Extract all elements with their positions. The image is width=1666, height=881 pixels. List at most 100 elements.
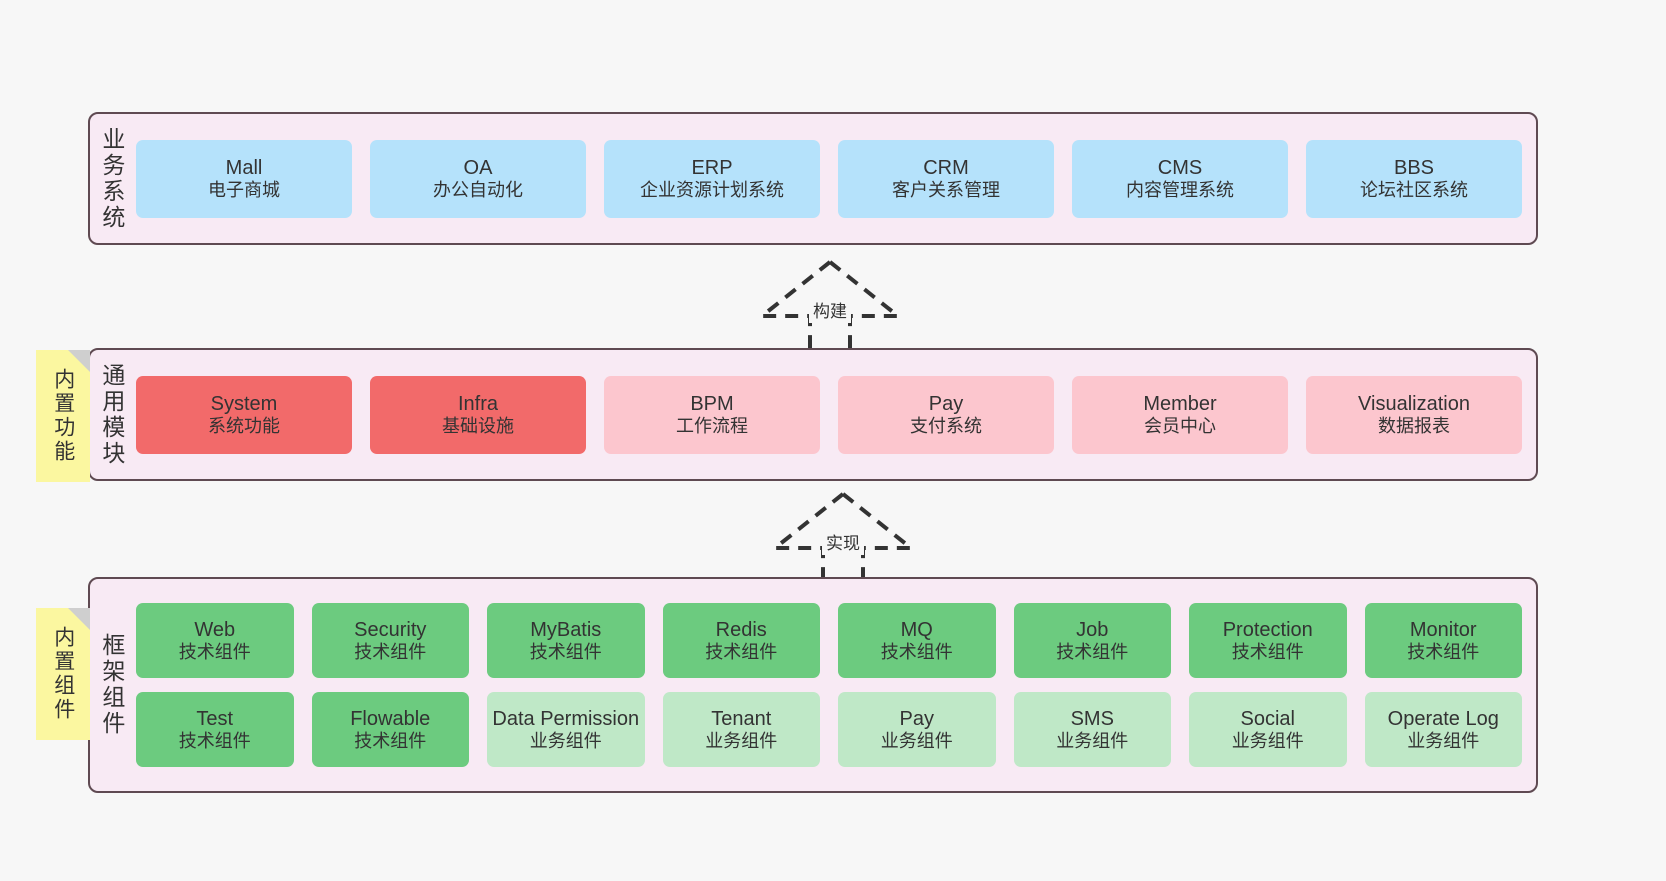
node-subtitle: 数据报表 [1378,415,1450,436]
node-data-permission[interactable]: Data Permission 业务组件 [487,692,645,767]
node-subtitle: 支付系统 [910,415,982,436]
node-infra[interactable]: Infra 基础设施 [370,375,586,454]
node-title: Visualization [1358,392,1470,415]
node-protection[interactable]: Protection 技术组件 [1189,603,1347,678]
node-system[interactable]: System 系统功能 [136,375,352,454]
node-subtitle: 技术组件 [1231,641,1304,662]
node-subtitle: 技术组件 [354,730,427,751]
node-subtitle: 会员中心 [1144,415,1216,436]
generalization-arrow-icon [756,260,904,354]
node-subtitle: 内容管理系统 [1126,179,1234,200]
node-title: CRM [923,156,969,179]
node-title: Tenant [711,707,772,730]
node-subtitle: 办公自动化 [433,179,523,200]
arrow-build: 构建 [755,258,905,354]
node-operate-log[interactable]: Operate Log 业务组件 [1364,692,1522,767]
note-builtin-function-label: 内置功能 [51,368,75,464]
node-title: Mall [225,156,263,179]
node-member[interactable]: Member 会员中心 [1072,375,1288,454]
layer-body-business-system: Mall 电子商城 OA 办公自动化 ERP 企业资源计划系统 CRM 客户关系… [132,114,1536,243]
generalization-arrow-icon [769,492,917,586]
node-title: Flowable [350,707,431,730]
node-title: Job [1076,618,1109,641]
node-title: MyBatis [530,618,602,641]
node-security[interactable]: Security 技术组件 [311,603,469,678]
node-title: Member [1143,392,1217,415]
node-subtitle: 论坛社区系统 [1360,179,1468,200]
node-cms[interactable]: CMS 内容管理系统 [1072,139,1288,218]
node-mq[interactable]: MQ 技术组件 [838,603,996,678]
node-title: CMS [1157,156,1203,179]
node-subtitle: 客户关系管理 [892,179,1000,200]
node-subtitle: 业务组件 [705,730,778,751]
node-subtitle: 业务组件 [1056,730,1129,751]
node-subtitle: 工作流程 [676,415,748,436]
layer-business-system: 业务系统 Mall 电子商城 OA 办公自动化 ERP 企业资源计划系统 CRM… [88,112,1538,245]
node-title: System [210,392,278,415]
node-mybatis[interactable]: MyBatis 技术组件 [487,603,645,678]
node-job[interactable]: Job 技术组件 [1013,603,1171,678]
node-title: Security [354,618,427,641]
node-bbs[interactable]: BBS 论坛社区系统 [1306,139,1522,218]
node-title: OA [463,156,493,179]
node-subtitle: 技术组件 [1056,641,1129,662]
layer-framework-components: 框架组件 Web 技术组件 Security 技术组件 MyBatis 技术组件… [88,577,1538,793]
node-tenant[interactable]: Tenant 业务组件 [662,692,820,767]
node-subtitle: 技术组件 [354,641,427,662]
node-pay-module[interactable]: Pay 支付系统 [838,375,1054,454]
node-social[interactable]: Social 业务组件 [1189,692,1347,767]
node-subtitle: 技术组件 [1407,641,1480,662]
node-subtitle: 系统功能 [208,415,280,436]
node-subtitle: 基础设施 [442,415,514,436]
layer-label-common-modules: 通用模块 [98,362,125,467]
node-title: Infra [457,392,499,415]
node-visualization[interactable]: Visualization 数据报表 [1306,375,1522,454]
node-monitor[interactable]: Monitor 技术组件 [1364,603,1522,678]
node-subtitle: 企业资源计划系统 [640,179,784,200]
node-title: Pay [899,707,934,730]
note-builtin-function: 内置功能 [36,350,90,482]
node-subtitle: 技术组件 [178,641,251,662]
node-subtitle: 电子商城 [208,179,280,200]
node-web[interactable]: Web 技术组件 [136,603,294,678]
node-subtitle: 技术组件 [529,641,602,662]
layer-label-framework-components: 框架组件 [98,633,125,737]
node-title: MQ [900,618,933,641]
node-title: Monitor [1409,618,1477,641]
node-subtitle: 业务组件 [1231,730,1304,751]
note-builtin-component: 内置组件 [36,608,90,740]
node-flowable[interactable]: Flowable 技术组件 [311,692,469,767]
note-builtin-component-label: 内置组件 [51,626,75,722]
arrow-label-build: 构建 [809,296,851,323]
node-crm[interactable]: CRM 客户关系管理 [838,139,1054,218]
node-row: System 系统功能 Infra 基础设施 BPM 工作流程 Pay 支付系统… [136,375,1522,454]
node-pay-component[interactable]: Pay 业务组件 [838,692,996,767]
node-subtitle: 技术组件 [705,641,778,662]
node-test[interactable]: Test 技术组件 [136,692,294,767]
node-title: BPM [690,392,734,415]
node-title: Social [1240,707,1295,730]
layer-body-framework-components: Web 技术组件 Security 技术组件 MyBatis 技术组件 Redi… [132,579,1536,791]
node-redis[interactable]: Redis 技术组件 [662,603,820,678]
node-oa[interactable]: OA 办公自动化 [370,139,586,218]
node-title: Pay [928,392,964,415]
node-erp[interactable]: ERP 企业资源计划系统 [604,139,820,218]
layer-body-common-modules: System 系统功能 Infra 基础设施 BPM 工作流程 Pay 支付系统… [132,350,1536,479]
node-subtitle: 技术组件 [880,641,953,662]
arrow-label-realize: 实现 [822,528,864,555]
node-title: SMS [1070,707,1114,730]
node-title: Data Permission [492,707,640,730]
node-mall[interactable]: Mall 电子商城 [136,139,352,218]
node-title: ERP [691,156,733,179]
node-title: Test [196,707,234,730]
arrow-realize: 实现 [768,490,918,586]
node-title: Protection [1222,618,1313,641]
layer-label-business-system: 业务系统 [98,126,125,231]
node-subtitle: 技术组件 [178,730,251,751]
node-bpm[interactable]: BPM 工作流程 [604,375,820,454]
node-title: Redis [715,618,767,641]
node-subtitle: 业务组件 [529,730,602,751]
node-sms[interactable]: SMS 业务组件 [1013,692,1171,767]
layer-common-modules: 通用模块 System 系统功能 Infra 基础设施 BPM 工作流程 Pay… [88,348,1538,481]
